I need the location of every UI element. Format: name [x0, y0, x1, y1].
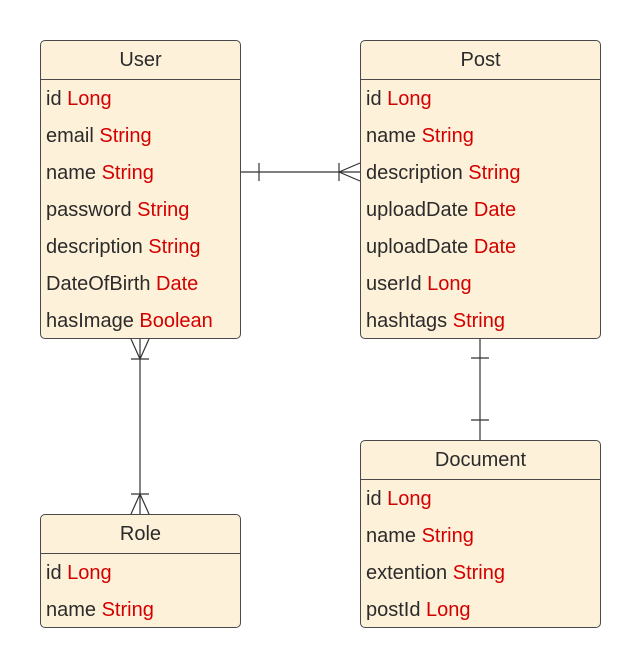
attribute-row[interactable]: description String: [41, 229, 240, 266]
attribute-name: name: [366, 125, 417, 147]
attribute-row[interactable]: extention String: [361, 555, 600, 592]
user-post-crowfoot-bottom: [338, 171, 361, 182]
user-post-relationship[interactable]: [241, 162, 361, 182]
attribute-name: postId: [366, 599, 421, 621]
attribute-type: Long: [387, 88, 432, 110]
attribute-type: Long: [427, 273, 472, 295]
attribute-row[interactable]: password String: [41, 192, 240, 229]
attribute-type: String: [148, 236, 201, 258]
attribute-name: uploadDate: [366, 236, 469, 258]
attribute-row[interactable]: uploadDate Date: [361, 229, 600, 266]
user-role-crowfoot-top-right: [139, 338, 150, 360]
attribute-type: String: [421, 525, 474, 547]
user-post-crowfoot-top: [338, 162, 361, 173]
attribute-row[interactable]: userId Long: [361, 266, 600, 303]
attribute-name: name: [366, 525, 417, 547]
user-role-crowfoot-top-left: [130, 338, 141, 360]
attribute-row[interactable]: id Long: [41, 555, 240, 592]
attribute-type: Date: [156, 273, 199, 295]
attribute-type: Long: [387, 488, 432, 510]
attribute-name: extention: [366, 562, 448, 584]
attribute-type: String: [137, 199, 190, 221]
attribute-type: Long: [67, 562, 112, 584]
user-role-crowfoot-bottom-right: [139, 493, 150, 515]
attribute-name: password: [46, 199, 132, 221]
attribute-name: id: [46, 88, 62, 110]
attribute-name: description: [46, 236, 143, 258]
attribute-type: Date: [473, 236, 517, 258]
attribute-row[interactable]: email String: [41, 118, 240, 155]
attribute-name: hasImage: [46, 310, 134, 332]
attribute-name: userId: [366, 273, 422, 295]
user-entity-title: User: [41, 41, 240, 80]
attribute-row[interactable]: name String: [361, 518, 600, 555]
attribute-type: Long: [67, 88, 112, 110]
attribute-row[interactable]: hashtags String: [361, 303, 600, 338]
attribute-name: DateOfBirth: [46, 273, 151, 295]
attribute-type: String: [452, 562, 505, 584]
user-role-crowfoot-bottom-left: [130, 493, 141, 515]
attribute-type: String: [468, 162, 521, 184]
attribute-row[interactable]: description String: [361, 155, 600, 192]
attribute-type: Date: [473, 199, 517, 221]
attribute-name: name: [46, 162, 97, 184]
attribute-type: String: [101, 162, 154, 184]
attribute-name: id: [366, 88, 382, 110]
attribute-row[interactable]: DateOfBirth Date: [41, 266, 240, 303]
attribute-name: uploadDate: [366, 199, 469, 221]
attribute-type: String: [101, 599, 154, 621]
attribute-name: hashtags: [366, 310, 448, 332]
post-document-relationship[interactable]: [471, 339, 489, 440]
document-entity-title: Document: [361, 441, 600, 480]
attribute-type: String: [99, 125, 152, 147]
attribute-row[interactable]: id Long: [41, 81, 240, 118]
attribute-name: email: [46, 125, 94, 147]
attribute-row[interactable]: name String: [41, 155, 240, 192]
role-entity-title: Role: [41, 515, 240, 554]
attribute-row[interactable]: postId Long: [361, 592, 600, 627]
attribute-name: name: [46, 599, 97, 621]
post-entity-title: Post: [361, 41, 600, 80]
attribute-type: String: [421, 125, 474, 147]
attribute-name: id: [366, 488, 382, 510]
attribute-type: String: [452, 310, 505, 332]
attribute-row[interactable]: name String: [41, 592, 240, 627]
attribute-row[interactable]: id Long: [361, 81, 600, 118]
attribute-name: id: [46, 562, 62, 584]
attribute-type: Boolean: [139, 310, 213, 332]
attribute-row[interactable]: id Long: [361, 481, 600, 518]
attribute-name: description: [366, 162, 463, 184]
attribute-row[interactable]: name String: [361, 118, 600, 155]
attribute-row[interactable]: uploadDate Date: [361, 192, 600, 229]
attribute-row[interactable]: hasImage Boolean: [41, 303, 240, 338]
attribute-type: Long: [426, 599, 471, 621]
user-role-relationship[interactable]: [130, 338, 150, 515]
